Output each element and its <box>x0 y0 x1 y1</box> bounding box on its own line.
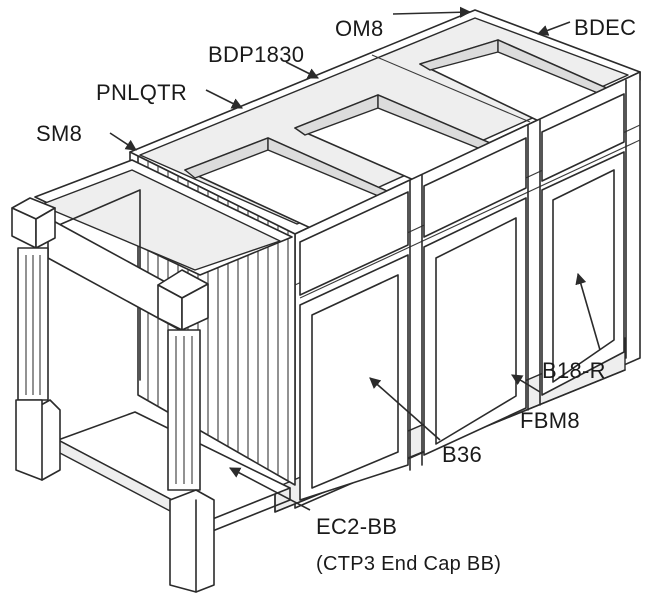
label-om8: OM8 <box>335 16 384 41</box>
label-sm8: SM8 <box>36 121 82 146</box>
leg-front-left <box>157 269 215 593</box>
arrow-bdec <box>536 21 571 36</box>
label-ec2bb: EC2-BB <box>316 514 397 539</box>
arrow-ec2bb <box>229 467 311 511</box>
label-bdp1830: BDP1830 <box>208 42 304 67</box>
label-bdec: BDEC <box>574 15 636 40</box>
callout-arrows <box>109 6 601 511</box>
label-b36: B36 <box>442 442 482 467</box>
arrow-bdp1830 <box>285 61 320 79</box>
label-fbm8: FBM8 <box>520 408 580 433</box>
arrow-b18r <box>575 272 601 351</box>
label-ec2bb-subtitle: (CTP3 End Cap BB) <box>316 553 501 575</box>
cabinet-front <box>274 71 641 513</box>
island-drawing <box>11 9 641 593</box>
arrow-sm8 <box>109 132 137 151</box>
label-pnlqtr: PNLQTR <box>96 80 187 105</box>
callout-labels: OM8 BDEC BDP1830 PNLQTR SM8 B18-R FBM8 B… <box>36 15 636 575</box>
arrow-fbm8 <box>511 374 541 393</box>
arrow-b36 <box>369 377 441 441</box>
leg-back-left <box>11 197 61 481</box>
arrow-pnlqtr <box>205 89 244 109</box>
arrow-om8 <box>392 6 472 18</box>
label-b18r: B18-R <box>542 358 606 383</box>
